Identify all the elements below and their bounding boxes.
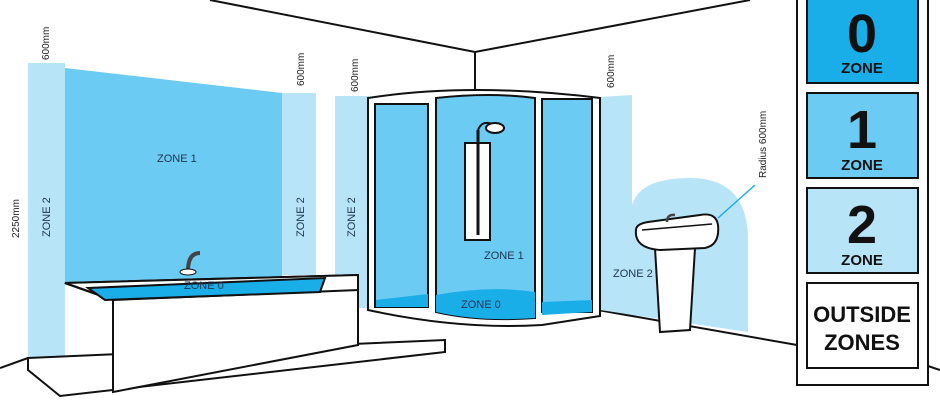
label-bath-left-zone2: ZONE 2: [41, 197, 53, 237]
bath-water-zone0: [85, 276, 327, 302]
legend-zone2-label: ZONE: [841, 252, 883, 269]
dim-left-600: 600mm: [41, 27, 52, 60]
dim-sink-600: 600mm: [606, 55, 617, 88]
shower-head-icon: [485, 122, 505, 134]
zone2-shower-left: [335, 96, 369, 308]
zone-areas: [28, 63, 748, 358]
legend-zone1-label: ZONE: [841, 157, 883, 174]
shower-enclosure: [367, 89, 601, 327]
legend-outside-line2: ZONES: [824, 330, 900, 355]
legend-zone0-label: ZONE: [841, 60, 883, 77]
zone1-bath: [65, 68, 282, 283]
label-shower-left-zone2: ZONE 2: [346, 197, 358, 237]
legend-zone1-number: 1: [847, 100, 877, 160]
legend-outside-zones: OUTSIDE ZONES: [806, 282, 919, 369]
legend-zone2: 2 ZONE: [806, 187, 919, 274]
label-bath-zone1: ZONE 1: [157, 153, 197, 165]
label-bath-zone0: ZONE 0: [184, 280, 224, 292]
shower-tray-zone0: [436, 289, 535, 320]
label-sink-zone2: ZONE 2: [613, 268, 653, 280]
radius-pointer: [717, 184, 756, 219]
bathtub: [27, 251, 446, 398]
label-bath-right-zone2: ZONE 2: [295, 197, 307, 237]
room-outline: [0, 0, 940, 371]
bath-tap-icon: [186, 251, 201, 272]
dim-radius-600: Radius 600mm: [758, 111, 769, 178]
dim-shower-left-600: 600mm: [350, 59, 361, 92]
legend-zone0-number: 0: [847, 4, 877, 64]
label-shower-zone1: ZONE 1: [484, 250, 524, 262]
legend-zone0: 0 ZONE: [806, 0, 919, 84]
dim-height-2250: 2250mm: [11, 199, 22, 238]
zone2-bath-left: [28, 63, 65, 358]
zone2-sink: [600, 95, 748, 332]
zone2-bath-right: [282, 93, 316, 275]
legend-zone1: 1 ZONE: [806, 92, 919, 179]
label-shower-zone0: ZONE 0: [461, 299, 501, 311]
legend-outside-line1: OUTSIDE: [813, 302, 911, 327]
sink: [634, 184, 756, 334]
legend-zone2-number: 2: [847, 195, 877, 255]
sink-tap-icon: [665, 213, 676, 223]
zone-legend: 0 ZONE 1 ZONE 2 ZONE OUTSIDE ZONES: [796, 0, 929, 386]
dim-bath-right-600: 600mm: [296, 53, 307, 86]
